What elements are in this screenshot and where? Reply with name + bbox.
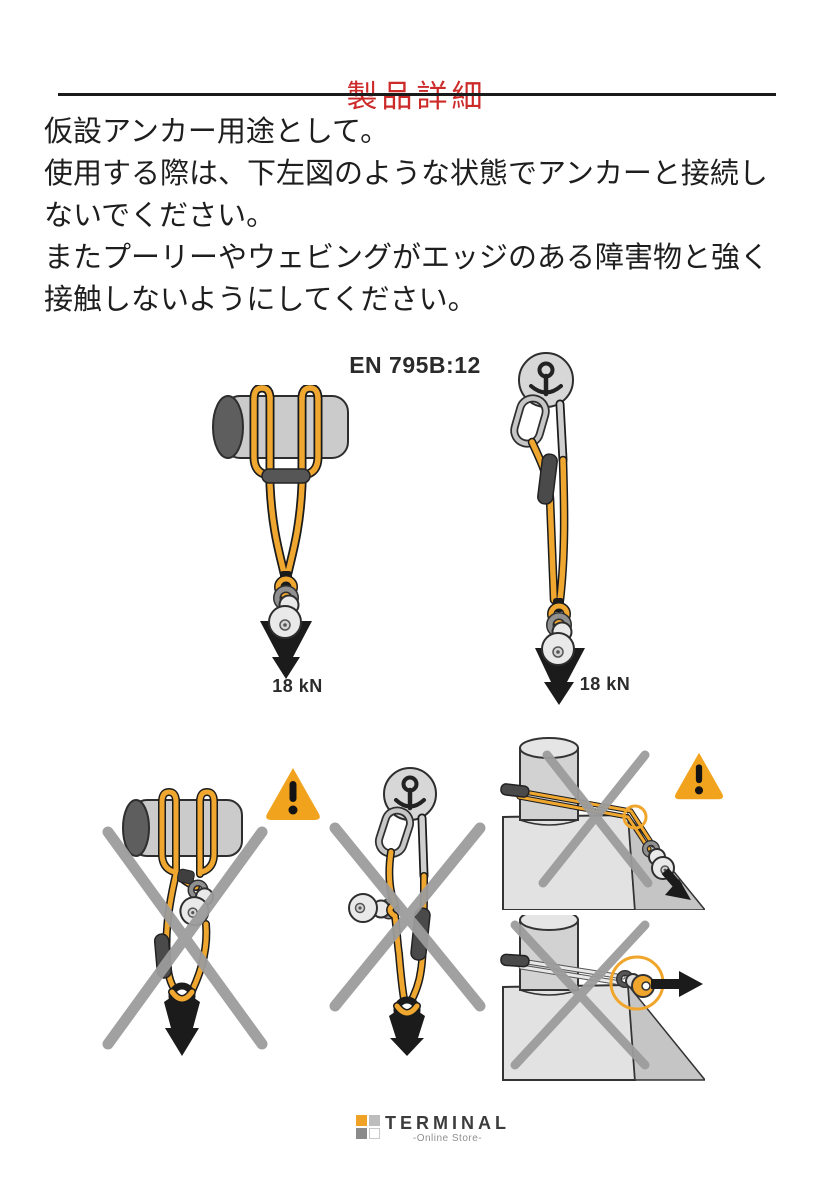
title-divider — [58, 93, 776, 96]
warning-icon — [266, 768, 320, 820]
anchor-strap — [419, 815, 427, 879]
load-arrow-icon — [651, 971, 703, 997]
pulley-on-edge — [616, 970, 655, 998]
load-arrow-icon — [260, 621, 312, 679]
figure-correct-bar-anchor — [212, 385, 349, 679]
intro-sentence: 仮設アンカー用途として。 — [44, 116, 390, 148]
pulley — [268, 575, 302, 639]
load-rating-label: 18 kN — [579, 674, 631, 694]
protective-sleeve — [500, 783, 530, 798]
page-title: 製品詳細 — [346, 78, 487, 114]
webbing-connector — [261, 468, 311, 484]
figure-correct-ring-anchor — [510, 352, 585, 705]
load-arrow-icon — [661, 868, 691, 900]
brand-tagline: -Online Store- — [412, 1133, 483, 1144]
carabiner-icon — [510, 394, 550, 448]
prohibited-cross-icon — [329, 822, 486, 1012]
webbing-sling — [500, 783, 656, 852]
load-arrow-icon — [389, 996, 425, 1056]
pulley — [541, 602, 575, 666]
figure-wrong-bar-anchor — [102, 788, 268, 1056]
webbing-sling — [249, 385, 323, 587]
protective-sleeve — [500, 953, 530, 968]
intro-sentence: 使用する際は、下左図のような状態でアンカーと接続しないでください。 — [44, 158, 768, 232]
anchor-strap — [557, 401, 566, 463]
intro-text: 仮設アンカー用途として。 使用する際は、下左図のような状態でアンカーと接続しない… — [44, 111, 796, 321]
prohibited-cross-icon — [510, 920, 650, 1070]
bar-cylinder — [122, 799, 243, 857]
brand-name: TERMINAL — [385, 1113, 510, 1133]
prohibited-cross-icon — [102, 826, 268, 1050]
load-arrow-icon — [164, 982, 200, 1056]
webbing-sling — [500, 953, 626, 986]
warning-icon — [674, 752, 724, 800]
logo-grid-icon — [356, 1115, 380, 1139]
prohibited-cross-icon — [538, 750, 653, 888]
load-rating-label: 18 kN — [272, 676, 323, 696]
webbing-sling — [527, 437, 569, 612]
store-logo: TERMINAL -Online Store- — [356, 1110, 516, 1154]
edge-contact-highlight — [622, 804, 648, 830]
intro-sentence: またプーリーやウェビングがエッジのある障害物と強く接触しないようにしてください。 — [44, 242, 770, 316]
carabiner-icon — [374, 806, 415, 858]
figure-wrong-edge-contact — [500, 915, 705, 1081]
ledge-block — [502, 982, 705, 1081]
bar-cylinder — [212, 395, 349, 459]
standard-label: EN 795B:12 — [349, 352, 481, 378]
protective-sleeve — [537, 453, 558, 505]
figure-wrong-edge-load — [500, 737, 705, 910]
figure-wrong-ring-anchor — [329, 767, 486, 1056]
